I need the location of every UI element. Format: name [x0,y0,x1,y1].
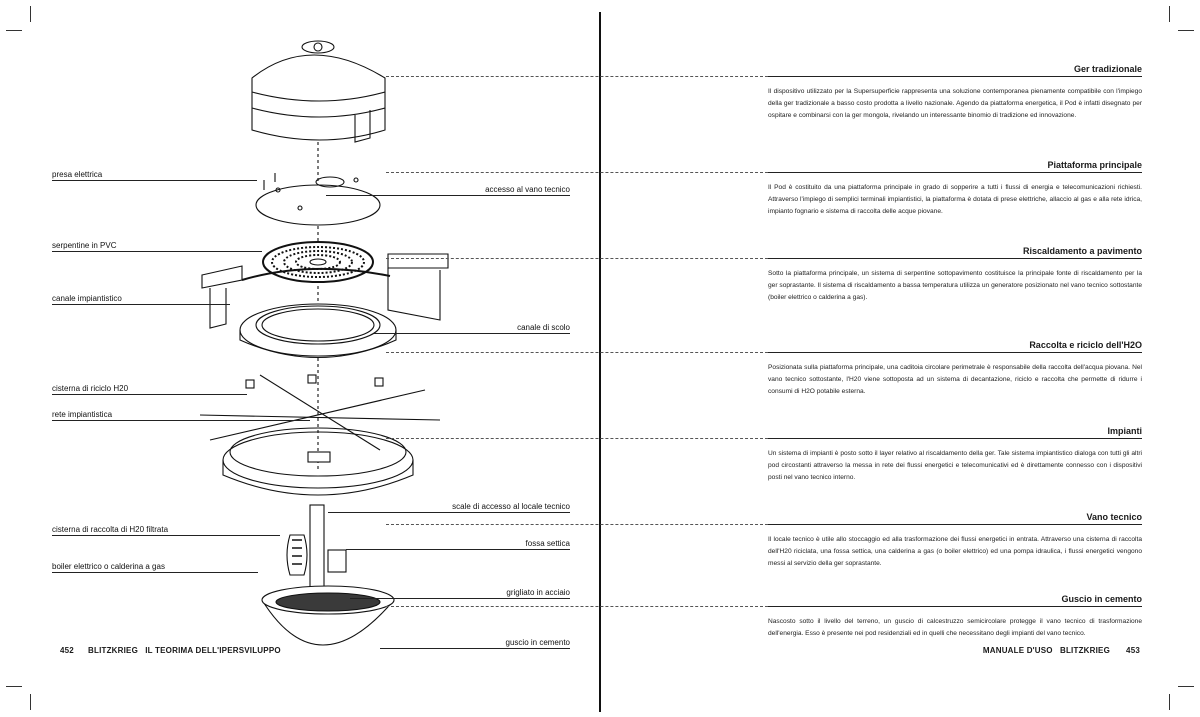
label-canale-impiantistico: canale impiantistico [52,294,122,303]
leader-line [52,251,262,252]
page-number-left: 452 [60,646,74,655]
section-rule [768,524,1142,525]
crop-mark [6,30,22,31]
leader-line [374,333,570,334]
dashed-connector [386,438,1142,439]
leader-line [52,180,257,181]
section-rule [768,606,1142,607]
crop-mark [1178,30,1194,31]
section-title: Raccolta e riciclo dell'H2O [1029,340,1142,350]
dashed-connector [386,258,1142,259]
section-title: Guscio in cemento [1061,594,1142,604]
section-title: Impianti [1107,426,1142,436]
dashed-connector [386,606,1142,607]
crop-mark [6,686,22,687]
leader-line [52,304,230,305]
section-body: Sotto la piattaforma principale, un sist… [768,270,1142,301]
label-scale-accesso: scale di accesso al locale tecnico [452,502,570,511]
page-number-right: 453 [1126,646,1140,655]
section-rule [768,258,1142,259]
dashed-connector [386,352,1142,353]
section-rule [768,76,1142,77]
label-accesso-vano: accesso al vano tecnico [485,185,570,194]
section-body: Posizionata sulla piattaforma principale… [768,364,1142,395]
label-serpentine: serpentine in PVC [52,241,117,250]
leader-line [328,512,570,513]
label-canale-scolo: canale di scolo [517,323,570,332]
section-body: Il dispositivo utilizzato per la Supersu… [768,88,1142,119]
crop-mark [1178,686,1194,687]
dashed-connector [386,524,1142,525]
dashed-connector [386,76,1142,77]
section-title: Piattaforma principale [1047,160,1142,170]
section-body: Il locale tecnico è utile allo stoccaggi… [768,536,1142,567]
section-body: Nascosto sotto il livello del terreno, u… [768,618,1142,637]
label-cisterna-raccolta: cisterna di raccolta di H20 filtrata [52,525,169,534]
section-body: Il Pod è costituito da una piattaforma p… [768,184,1142,215]
leader-line [52,572,258,573]
section-rule [768,438,1142,439]
crop-mark [1169,694,1170,710]
label-rete-impiantistica: rete impiantistica [52,410,113,419]
leader-line [52,535,280,536]
leader-line [52,420,310,421]
leader-line [326,195,570,196]
leader-line [380,648,570,649]
crop-mark [30,694,31,710]
running-title-left: BLITZKRIEG IL TEORIMA DELL'IPERSVILUPPO [88,646,281,655]
leader-line [52,394,247,395]
running-title-right: MANUALE D'USO BLITZKRIEG [982,646,1110,655]
leader-line [346,549,570,550]
label-cisterna-riciclo: cisterna di riciclo H20 [52,384,129,393]
book-spine [599,12,601,712]
label-boiler: boiler elettrico o calderina a gas [52,562,165,571]
label-guscio: guscio in cemento [505,638,570,647]
leader-line [350,598,570,599]
section-rule [768,352,1142,353]
section-title: Vano tecnico [1086,512,1142,522]
dashed-connector [386,172,1142,173]
crop-mark [30,6,31,22]
exploded-pod-drawing [199,40,449,646]
section-title: Ger tradizionale [1073,64,1142,74]
label-presa-elettrica: presa elettrica [52,170,103,179]
crop-mark [1169,6,1170,22]
section-body: Un sistema di impianti è posto sotto il … [768,450,1142,481]
section-rule [768,172,1142,173]
label-grigliato: grigliato in acciaio [506,588,570,597]
section-title: Riscaldamento a pavimento [1022,246,1142,256]
label-fossa-settica: fossa settica [525,539,570,548]
